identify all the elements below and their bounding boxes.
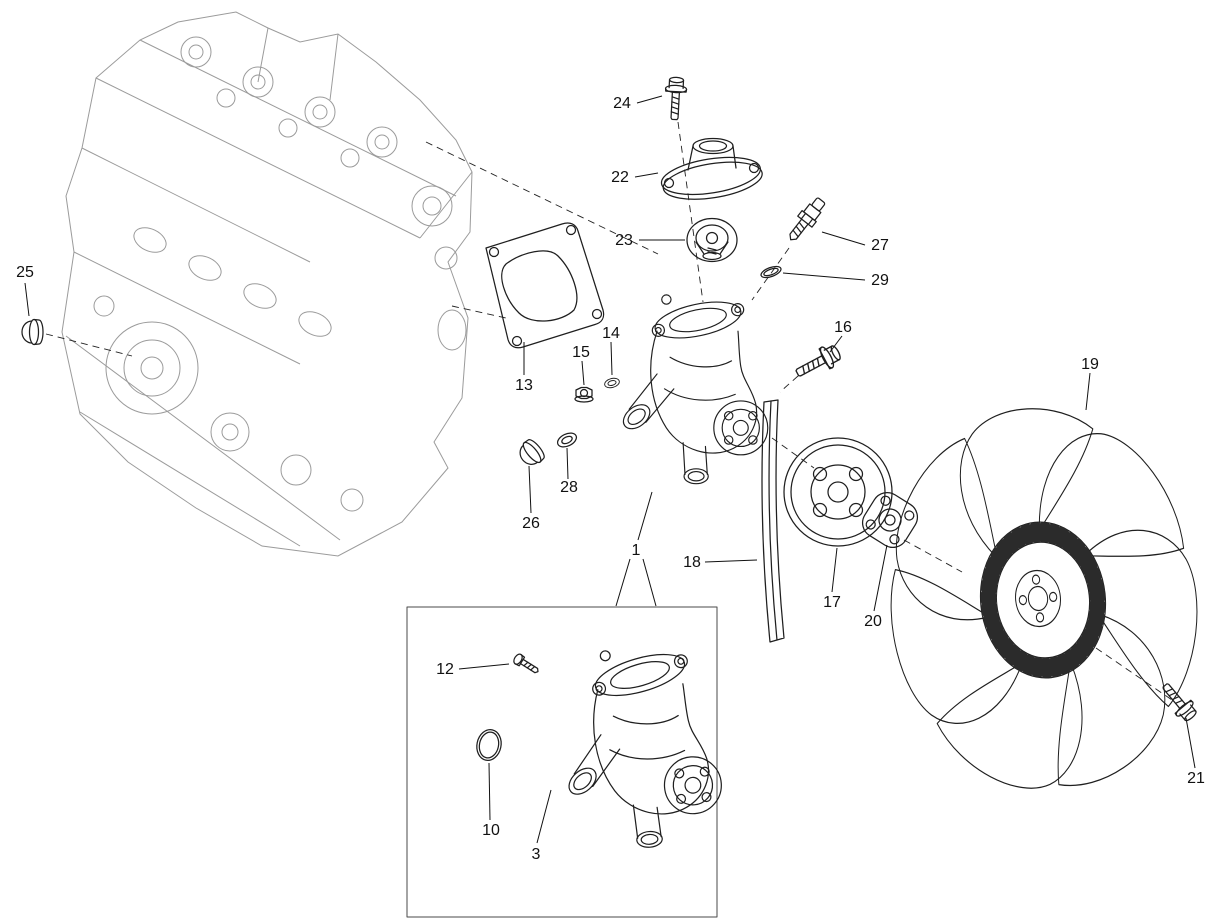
- callout-28: 28: [560, 479, 578, 496]
- leader-lines: [24, 95, 1196, 844]
- callout-23: 23: [615, 232, 633, 249]
- thermostat-cover-part-22: [660, 137, 763, 200]
- screw-part-12: [513, 653, 539, 674]
- assembly-axis-lines: [45, 121, 1173, 701]
- callout-13: 13: [515, 377, 533, 394]
- callout-15: 15: [572, 344, 590, 361]
- callout-18: 18: [683, 554, 701, 571]
- callout-16: 16: [834, 319, 852, 336]
- callout-19: 19: [1081, 356, 1099, 373]
- water-pump-body-part-3: [554, 642, 726, 854]
- flange-bolt-part-24: [663, 76, 688, 121]
- temperature-sensor-part-27: [789, 197, 826, 241]
- gasket-part-13: [485, 222, 605, 349]
- pulley-part-17: [783, 437, 893, 547]
- callout-10: 10: [482, 822, 500, 839]
- cup-plug-part-25: [21, 318, 44, 346]
- belt-part-18: [761, 399, 785, 643]
- callout-20: 20: [864, 613, 882, 630]
- callout-14: 14: [602, 325, 620, 342]
- callout-17: 17: [823, 594, 841, 611]
- cup-plug-part-26: [514, 436, 548, 471]
- callout-labels: 25 24 22 23 27 29 13 15 14 16 19 26 28 1…: [16, 95, 1205, 863]
- callout-24: 24: [613, 95, 631, 112]
- nut-part-15: [574, 386, 594, 403]
- callout-12: 12: [436, 661, 454, 678]
- flange-bolt-part-16: [791, 340, 845, 385]
- callout-3: 3: [532, 846, 541, 863]
- thermostat-part-23: [686, 217, 738, 263]
- o-ring-part-10: [476, 729, 502, 761]
- engine-block-ghost: [61, 11, 473, 557]
- o-ring-part-29: [760, 265, 782, 279]
- callout-29: 29: [871, 272, 889, 289]
- water-pump-assembly-part-1: [618, 294, 769, 485]
- callout-1: 1: [632, 542, 641, 559]
- callout-25: 25: [16, 264, 34, 281]
- detail-box: [406, 606, 718, 918]
- washer-part-28: [554, 429, 580, 451]
- callout-21: 21: [1187, 770, 1205, 787]
- callout-22: 22: [611, 169, 629, 186]
- washer-part-14: [603, 376, 621, 390]
- callout-26: 26: [522, 515, 540, 532]
- fan-spacer-part-20: [861, 491, 919, 549]
- callout-27: 27: [871, 237, 889, 254]
- cooling-fan-part-19: [861, 381, 1209, 821]
